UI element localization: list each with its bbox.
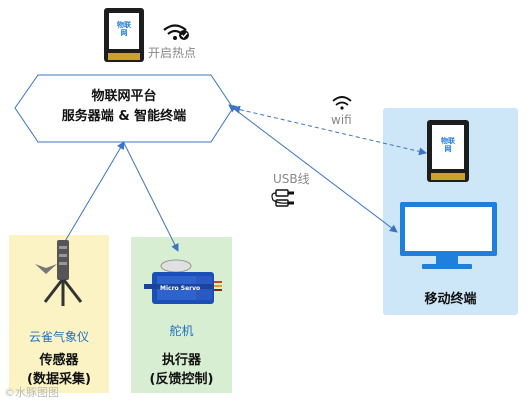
weather-station-icon [35,240,83,306]
actuator-subtitle: (反馈控制) [149,372,214,387]
device-logo: 物联网 [117,21,131,38]
platform-subtitle: 服务器端 & 智能终端 [61,109,187,124]
pin-header-mobile [431,173,465,180]
usb-link-arrow [228,104,398,233]
servo-motor-icon: Micro Servo [144,259,222,304]
monitor-icon [400,202,497,269]
platform-to-actuator-arrow [123,142,179,252]
watermark: ©水豚图图 [4,386,59,399]
actuator-device-label: 舵机 [169,324,194,338]
sensor-title: 传感器 [39,353,79,368]
wifi-check-icon [163,24,189,40]
mobile-label: 移动终端 [424,292,477,307]
wifi-label: wifi [331,113,352,127]
actuator-title: 执行器 [161,353,201,368]
usb-label: USB线 [273,172,310,186]
sensor-device-label: 云雀气象仪 [28,330,89,344]
pin-header [108,53,140,60]
controller-board-top: 物联网 [104,8,144,62]
hotspot-label: 开启热点 [148,46,197,60]
device-logo-mobile: 物联网 [441,136,455,153]
platform-shape [14,74,234,143]
wifi-icon [332,96,352,110]
platform-title: 物联网平台 [91,89,157,104]
sensor-subtitle: (数据采集) [27,372,91,387]
sensor-to-platform-arrow [63,141,125,244]
usb-cable-icon [271,189,294,207]
controller-board-mobile: 物联网 [427,120,469,182]
servo-text: Micro Servo [160,285,200,292]
